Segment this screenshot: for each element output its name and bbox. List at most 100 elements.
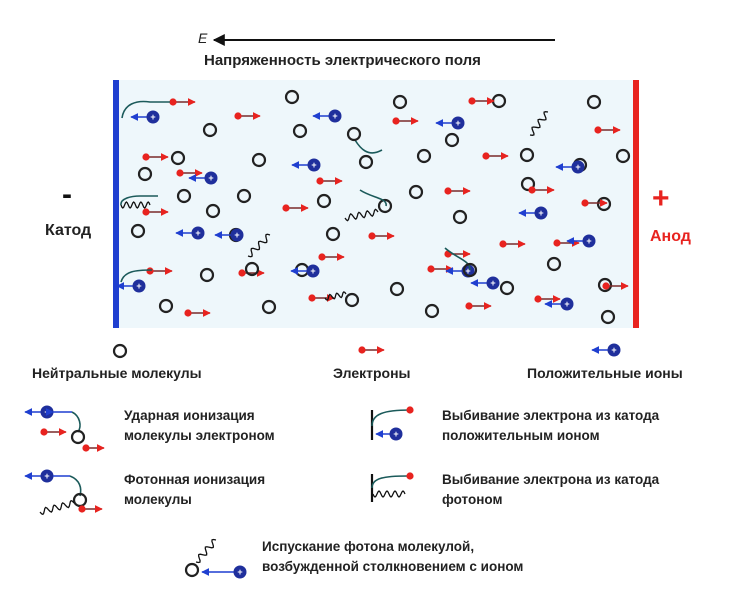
electron-dot	[368, 232, 376, 240]
molecule-circle	[452, 209, 468, 225]
ion-plus-sign: +	[311, 160, 316, 170]
ion-plus-sign: +	[586, 236, 591, 246]
molecule-circle	[462, 262, 478, 278]
molecule-circle	[236, 188, 252, 204]
ion-circle	[582, 234, 596, 248]
ion-plus-sign: +	[150, 112, 155, 122]
ion-plus-sign: +	[564, 299, 569, 309]
photon-wave	[529, 111, 549, 136]
electron-dot	[78, 505, 86, 513]
molecule-circle	[346, 126, 362, 142]
ion-circle	[534, 206, 548, 220]
ion-plus-sign: +	[310, 266, 315, 276]
molecule-circle	[316, 193, 332, 209]
photon-wave	[195, 538, 217, 564]
ion-plus-sign: +	[332, 111, 337, 121]
electron-dot	[318, 253, 326, 261]
ion-plus-sign: +	[611, 345, 616, 355]
field-symbol: E	[198, 30, 208, 46]
electron-dot	[594, 126, 602, 134]
photon-wave	[39, 499, 75, 516]
anode-plate	[633, 80, 639, 328]
molecule-circle	[202, 122, 218, 138]
molecule-circle	[520, 176, 536, 192]
molecule-circle	[392, 94, 408, 110]
ion-circle	[486, 276, 500, 290]
ion-circle	[204, 171, 218, 185]
discharge-chamber	[116, 80, 636, 328]
molecule-circle	[130, 223, 146, 239]
ion-circle	[571, 160, 585, 174]
trajectory-curve	[371, 409, 411, 427]
photon-wave	[120, 201, 151, 209]
electron-dot	[392, 117, 400, 125]
ion-circle	[389, 427, 403, 441]
legend-impact-ionization: Ударная ионизация молекулы электроном	[124, 408, 275, 443]
electron-dot	[184, 309, 192, 317]
molecule-circle	[325, 226, 341, 242]
molecule-circle	[199, 267, 215, 283]
ion-plus-sign: +	[490, 278, 495, 288]
ion-plus-sign: +	[208, 173, 213, 183]
photon-wave	[247, 233, 271, 258]
ion-circle	[306, 264, 320, 278]
molecule-circle	[546, 256, 562, 272]
anode-label: Анод	[650, 228, 691, 245]
cathode-label: Катод	[45, 222, 92, 239]
molecule-circle	[344, 292, 360, 308]
electron-dot	[142, 208, 150, 216]
electron-dot	[499, 240, 507, 248]
electron-dot	[534, 295, 542, 303]
ion-circle	[191, 226, 205, 240]
electron-dot	[238, 269, 246, 277]
molecule-circle	[444, 132, 460, 148]
molecule-circle	[261, 299, 277, 315]
ion-plus-sign: +	[44, 471, 49, 481]
anode-sign: +	[652, 182, 670, 215]
electron-dot	[234, 112, 242, 120]
molecule-circle	[615, 148, 631, 164]
molecule-circle	[424, 303, 440, 319]
field-title: Напряженность электрического поля	[204, 52, 481, 69]
trajectory-curve	[444, 247, 471, 271]
electron-dot	[482, 152, 490, 160]
electron-dot	[169, 98, 177, 106]
molecule-circle	[600, 309, 616, 325]
ion-plus-sign: +	[195, 228, 200, 238]
ion-plus-sign: +	[393, 429, 398, 439]
ion-circle	[451, 116, 465, 130]
legend-ion-emission: Выбивание электрона из катода положитель…	[442, 408, 660, 443]
ion-circle	[40, 469, 54, 483]
molecule-circle	[519, 147, 535, 163]
cathode-plate	[113, 80, 119, 328]
legend-electrons-label: Электроны	[333, 365, 411, 381]
legend-photo-emission: Выбивание электрона из катода фотоном	[442, 472, 660, 507]
ion-plus-sign: +	[465, 266, 470, 276]
trajectory-curve	[121, 100, 170, 119]
trajectory-curve	[371, 475, 409, 489]
electron-dot	[465, 302, 473, 310]
electron-dot	[427, 265, 435, 273]
photon-wave	[372, 490, 406, 498]
molecule-circle	[158, 298, 174, 314]
ion-circle	[146, 110, 160, 124]
molecule-circle	[377, 198, 393, 214]
ion-plus-sign: +	[234, 230, 239, 240]
molecule-circle	[70, 429, 86, 445]
trajectory-curve	[359, 189, 387, 207]
legend-photon-ionization: Фотонная ионизация молекулы	[124, 472, 266, 507]
molecule-circle	[358, 154, 374, 170]
molecule-circle	[586, 94, 602, 110]
molecule-circle	[112, 343, 128, 359]
ion-plus-sign: +	[136, 281, 141, 291]
ion-circle	[307, 158, 321, 172]
molecule-circle	[499, 280, 515, 296]
electron-dot	[553, 239, 561, 247]
molecule-circle	[251, 152, 267, 168]
legend-photon-emission: Испускание фотона молекулой, возбужденно…	[262, 539, 524, 574]
ion-circle	[607, 343, 621, 357]
electron-dot	[358, 346, 366, 354]
electron-dot	[176, 169, 184, 177]
molecule-circle	[137, 166, 153, 182]
